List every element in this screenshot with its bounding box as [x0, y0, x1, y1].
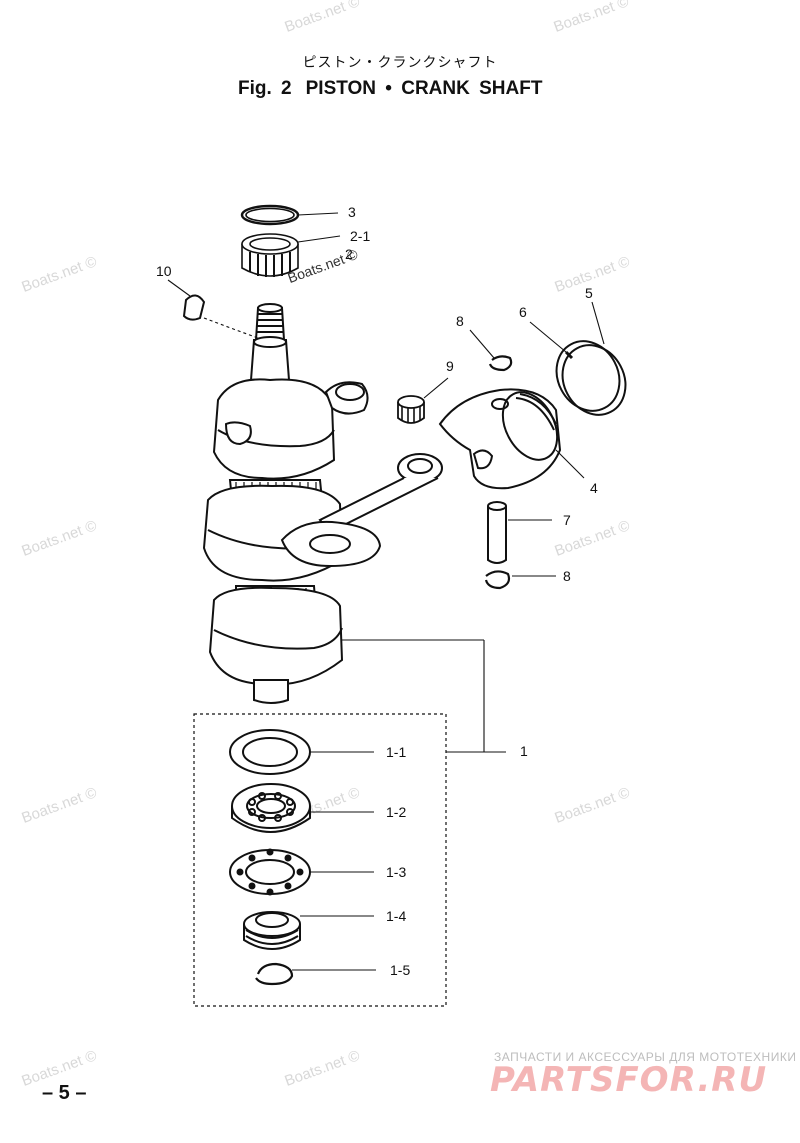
part-4-piston: [438, 388, 562, 490]
part-8-circlip-top: [488, 355, 513, 372]
figure-title: Fig. 2 PISTON • CRANK SHAFT: [238, 78, 556, 100]
connecting-rod: [280, 453, 443, 568]
callout-1-5: 1-5: [390, 962, 411, 978]
part-9-needle-bearing: [397, 395, 425, 424]
part-2-bearing: [241, 233, 299, 277]
part-1-2-ball-bearing: [231, 783, 311, 833]
callout-3: 3: [348, 204, 356, 220]
callout-1-2: 1-2: [386, 804, 407, 820]
callout-2-1: 2-1: [350, 228, 371, 244]
part-5-6-piston-rings: [555, 340, 627, 416]
figure-label: Fig. 2: [238, 78, 292, 99]
part-1-4-oil-seal: [243, 911, 301, 950]
callout-6: 6: [519, 304, 527, 320]
callout-8-bottom: 8: [563, 568, 571, 584]
japanese-title: ピストン・クランクシャフト: [302, 55, 498, 71]
brand-tagline: ЗАПЧАСТИ И АКСЕССУАРЫ ДЛЯ МОТОТЕХНИКИ: [494, 1050, 797, 1064]
part-7-piston-pin: [487, 501, 507, 564]
callout-8-top: 8: [456, 313, 464, 329]
sub-assembly-box: [193, 713, 447, 1007]
part-1-crankshaft: [202, 303, 369, 704]
page-number: – 5 –: [42, 1082, 87, 1104]
callout-7: 7: [563, 512, 571, 528]
part-10-woodruff-key: [182, 294, 206, 321]
brand-logo: PARTSFOR.RU: [490, 1060, 768, 1100]
callout-9: 9: [446, 358, 454, 374]
callout-5: 5: [585, 285, 593, 301]
callout-1-1: 1-1: [386, 744, 407, 760]
callout-1: 1: [520, 743, 528, 759]
callout-2: 2: [345, 246, 353, 262]
leader-lines: [167, 212, 605, 971]
callout-4: 4: [590, 480, 598, 496]
part-1-1-washer: [229, 729, 311, 775]
callout-1-3: 1-3: [386, 864, 407, 880]
callout-10: 10: [156, 263, 172, 279]
part-1-5-circlip: [255, 962, 294, 986]
part-8-circlip-bottom: [484, 570, 511, 590]
callout-1-4: 1-4: [386, 908, 407, 924]
part-3-circlip: [240, 204, 300, 226]
part-1-3-plate: [229, 848, 311, 896]
figure-name: PISTON • CRANK SHAFT: [305, 78, 543, 99]
